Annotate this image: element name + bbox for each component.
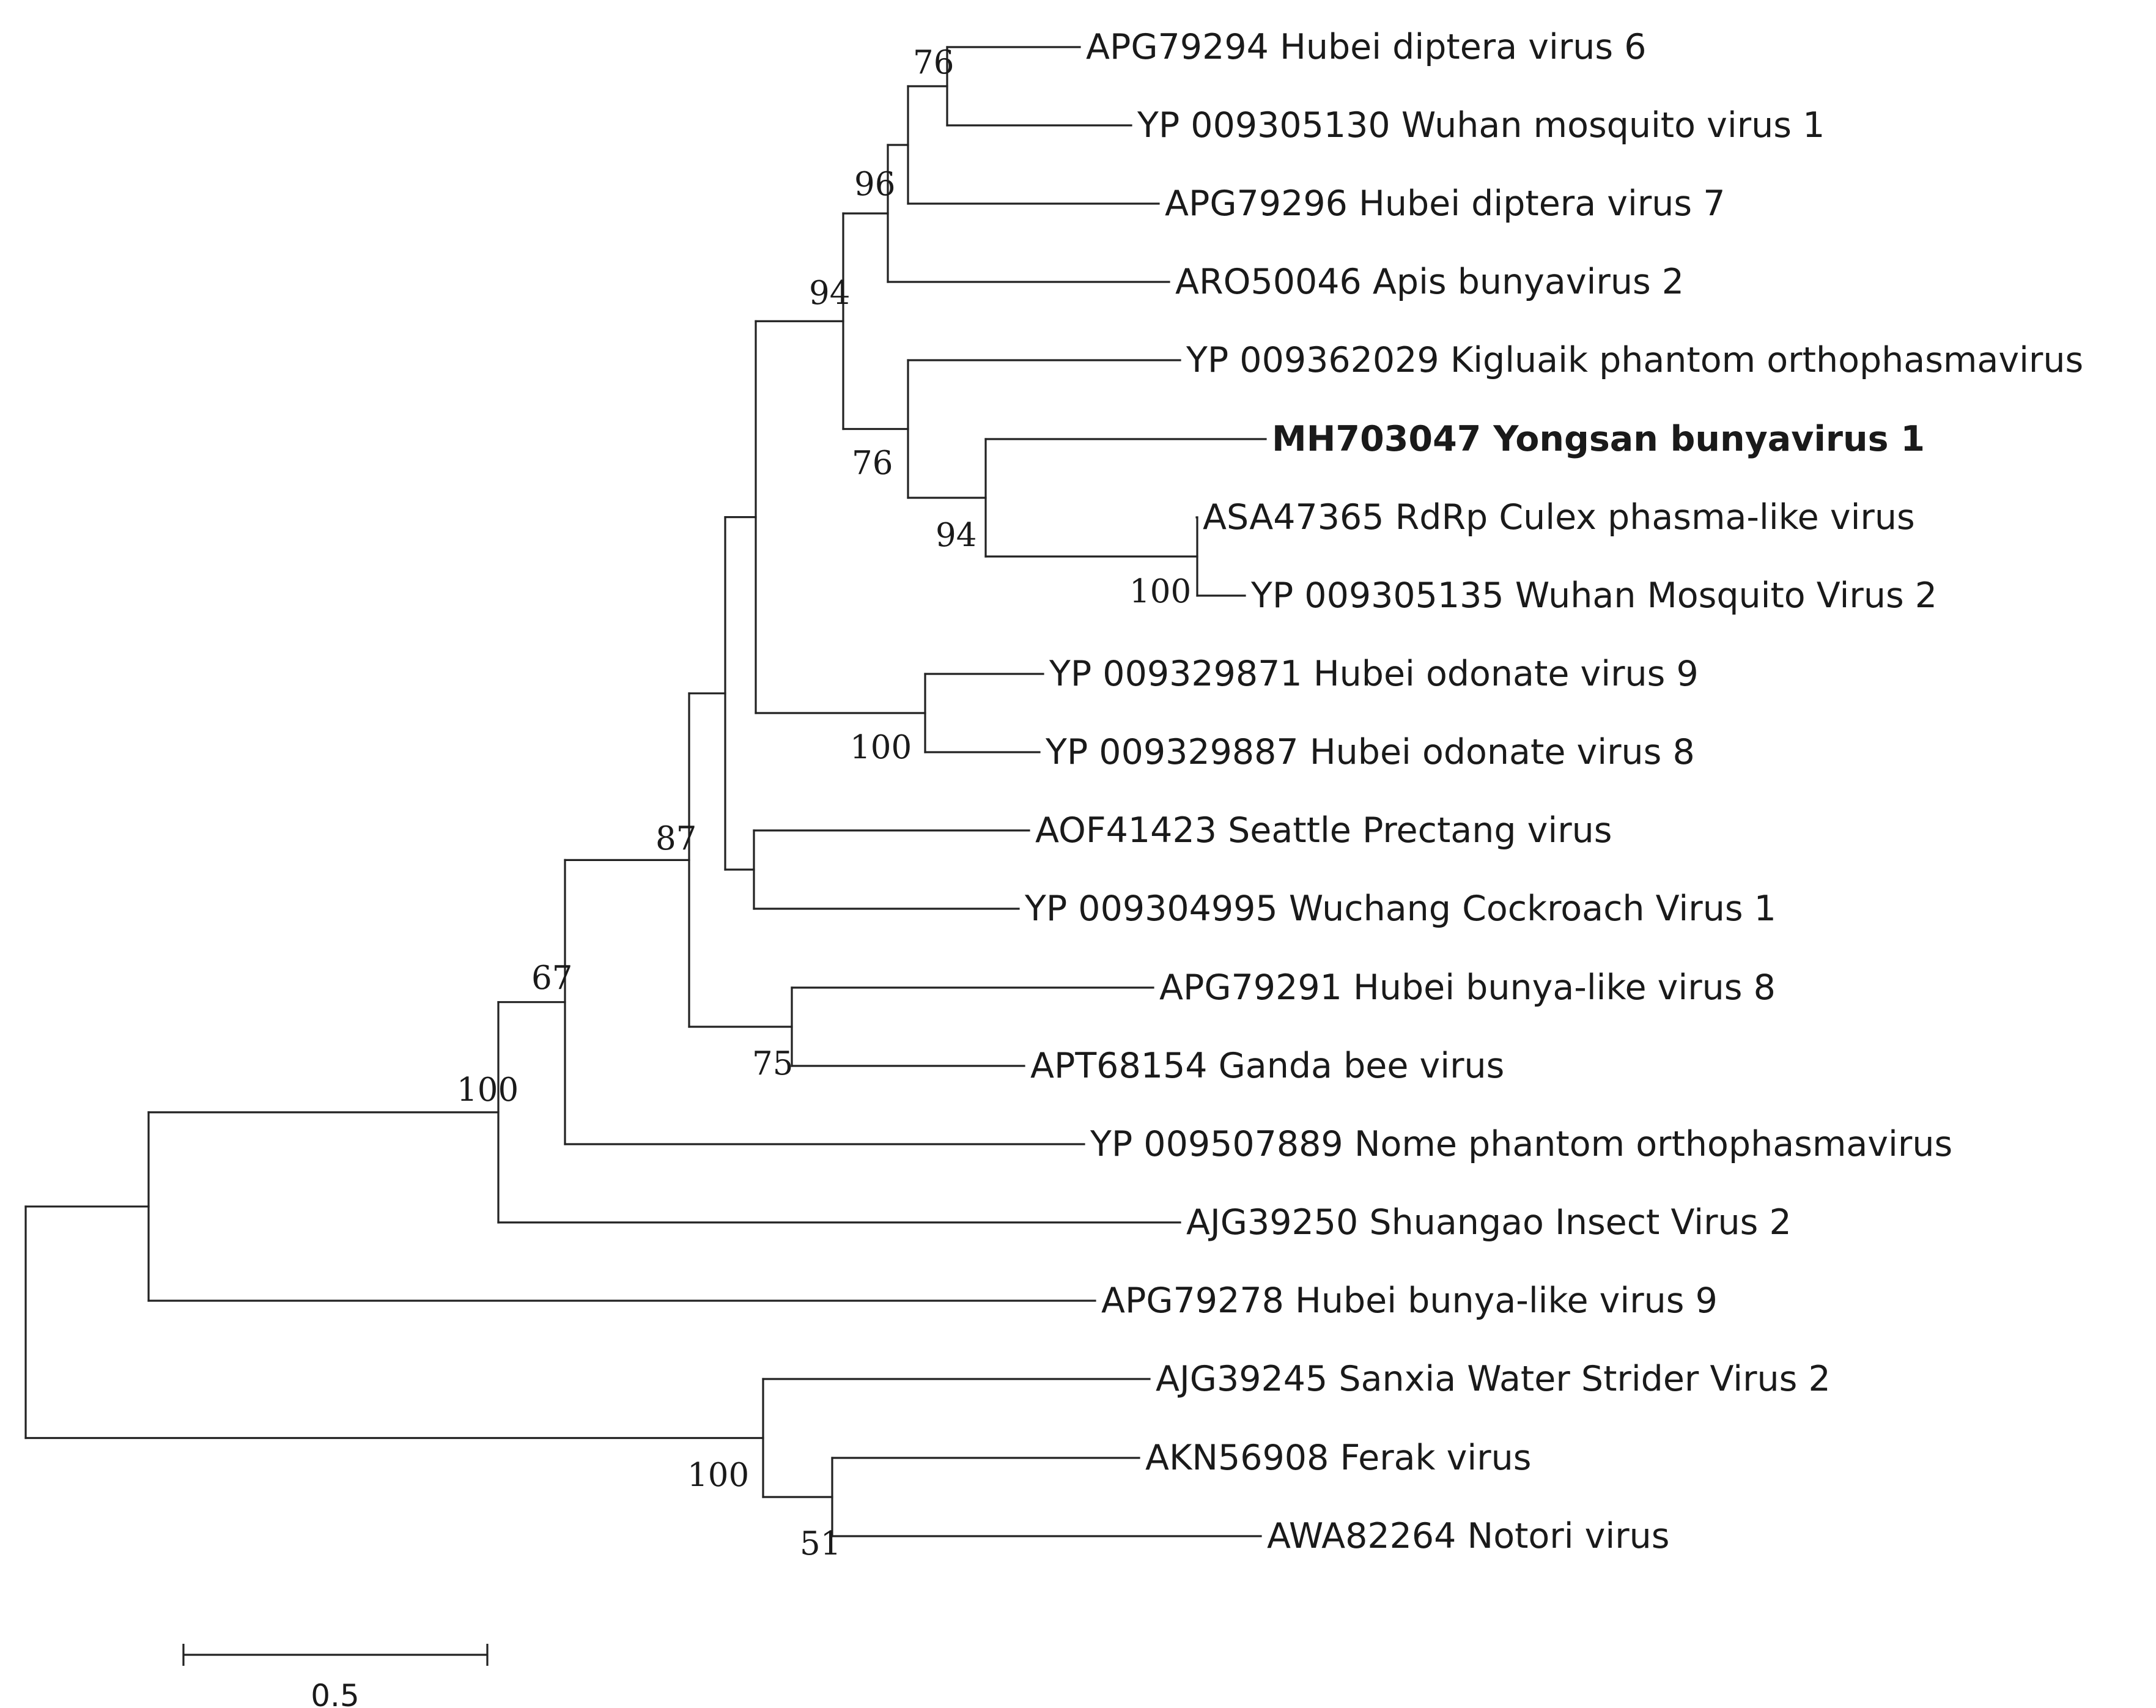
support-value: 100	[850, 729, 912, 766]
bootstrap-support-values: 76 96 94 76 94 100 100 87 67 100 75 100 51	[457, 44, 1191, 1562]
support-value: 76	[913, 44, 954, 81]
leaf-label: YP 009305135 Wuhan Mosquito Virus 2	[1250, 575, 1937, 616]
leaf-label: APG79278 Hubei bunya-like virus 9	[1101, 1281, 1718, 1321]
leaf-label: ASA47365 RdRp Culex phasma-like virus	[1203, 497, 1915, 538]
leaf-label: APG79291 Hubei bunya-like virus 8	[1159, 967, 1776, 1008]
support-value: 51	[800, 1525, 841, 1562]
support-value: 94	[936, 517, 976, 554]
leaf-label: AJG39245 Sanxia Water Strider Virus 2	[1156, 1359, 1831, 1399]
support-value: 75	[752, 1045, 793, 1082]
support-value: 96	[854, 166, 895, 203]
support-value: 100	[687, 1457, 749, 1494]
scale-bar: 0.5	[182, 1644, 489, 1708]
leaf-label: ARO50046 Apis bunyavirus 2	[1175, 262, 1684, 302]
leaf-label: AKN56908 Ferak virus	[1145, 1438, 1532, 1478]
support-value: 94	[809, 275, 850, 312]
leaf-label: YP 009305130 Wuhan mosquito virus 1	[1137, 105, 1825, 146]
leaf-label: AOF41423 Seattle Prectang virus	[1035, 810, 1612, 851]
support-value: 67	[531, 959, 572, 997]
leaf-label: YP 009362029 Kigluaik phantom orthophasm…	[1186, 340, 2083, 380]
support-value: 87	[655, 820, 696, 857]
scale-bar-line	[182, 1644, 489, 1666]
scale-bar-label: 0.5	[311, 1678, 360, 1708]
support-value: 100	[457, 1071, 519, 1109]
support-value: 100	[1129, 573, 1191, 610]
tree-branches	[24, 46, 1267, 1537]
leaf-label: YP 009329871 Hubei odonate virus 9	[1049, 654, 1699, 694]
leaf-label: MH703047 Yongsan bunyavirus 1	[1272, 419, 1925, 459]
leaf-label: AWA82264 Notori virus	[1267, 1516, 1670, 1556]
leaf-label: YP 009329887 Hubei odonate virus 8	[1045, 732, 1695, 772]
leaf-label: YP 009507889 Nome phantom orthophasmavir…	[1090, 1124, 1952, 1164]
leaf-label: APG79296 Hubei diptera virus 7	[1165, 183, 1725, 224]
leaf-label: APG79294 Hubei diptera virus 6	[1086, 27, 1646, 67]
support-value: 76	[852, 445, 893, 482]
leaf-label: AJG39250 Shuangao Insect Virus 2	[1186, 1202, 1792, 1243]
leaf-label: APT68154 Ganda bee virus	[1030, 1046, 1504, 1086]
leaf-label: YP 009304995 Wuchang Cockroach Virus 1	[1024, 889, 1776, 929]
leaf-labels: APG79294 Hubei diptera virus 6 YP 0093051…	[1024, 27, 2083, 1556]
